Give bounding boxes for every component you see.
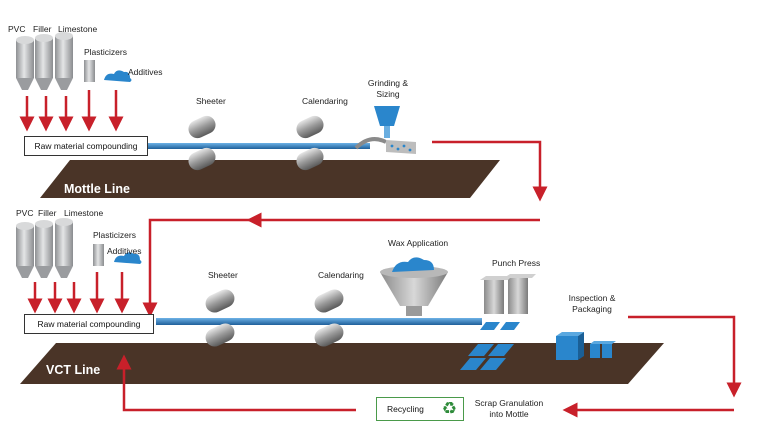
mottle-input-arrows [19, 90, 124, 132]
grinder [354, 106, 416, 154]
vct-plasticizers-label: Plasticizers [93, 230, 136, 240]
inspection-label-line2: Packaging [572, 304, 612, 314]
vct-line-title: VCT Line [46, 363, 101, 377]
vct-compounding-box: Raw material compounding [24, 314, 154, 334]
mottle-additives-label: Additives [128, 67, 163, 77]
inspection-label-line1: Inspection & [568, 293, 616, 303]
scrap-label-line2: into Mottle [489, 409, 529, 419]
vct-limestone-label: Limestone [64, 208, 104, 218]
vct-sheeter-rollers [205, 289, 235, 347]
vct-calendaring-rollers [314, 289, 344, 347]
vct-input-arrows [27, 272, 130, 314]
mottle-limestone-label: Limestone [58, 24, 98, 34]
punch-press [480, 274, 536, 330]
scrap-label-line1: Scrap Granulation [474, 398, 544, 408]
vct-filler-label: Filler [38, 208, 57, 218]
mottle-filler-label: Filler [33, 24, 52, 34]
wax-application-label: Wax Application [388, 238, 449, 248]
mottle-sheet [148, 143, 370, 149]
punch-press-label: Punch Press [492, 258, 541, 268]
mottle-line-title: Mottle Line [64, 182, 130, 196]
flow-arrows [116, 140, 742, 418]
mottle-plasticizers-label: Plasticizers [84, 47, 127, 57]
vct-calendaring-label: Calendaring [318, 270, 364, 280]
grinding-label-line2: Sizing [376, 89, 400, 99]
vct-additives-label: Additives [107, 246, 142, 256]
mottle-silos [16, 32, 132, 90]
mottle-calendaring-rollers [296, 115, 324, 171]
recycling-box: Recycling ♻ [376, 397, 464, 421]
recycle-icon: ♻ [441, 399, 457, 418]
vct-silos [16, 218, 142, 278]
mottle-pvc-label: PVC [8, 24, 26, 34]
grinding-label-line1: Grinding & [367, 78, 409, 88]
tiles [460, 344, 514, 370]
wax-hopper [380, 257, 448, 316]
vct-sheeter-label: Sheeter [208, 270, 238, 280]
mottle-sheeter-rollers [188, 115, 216, 171]
mottle-compounding-box: Raw material compounding [24, 136, 148, 156]
vct-pvc-label: PVC [16, 208, 34, 218]
mottle-sheeter-label: Sheeter [196, 96, 226, 106]
recycling-label: Recycling [387, 404, 424, 414]
packaging-boxes [556, 332, 616, 360]
mottle-calendaring-label: Calendaring [302, 96, 348, 106]
vct-sheet [156, 318, 482, 325]
mottle-conveyor-belt [40, 160, 500, 198]
